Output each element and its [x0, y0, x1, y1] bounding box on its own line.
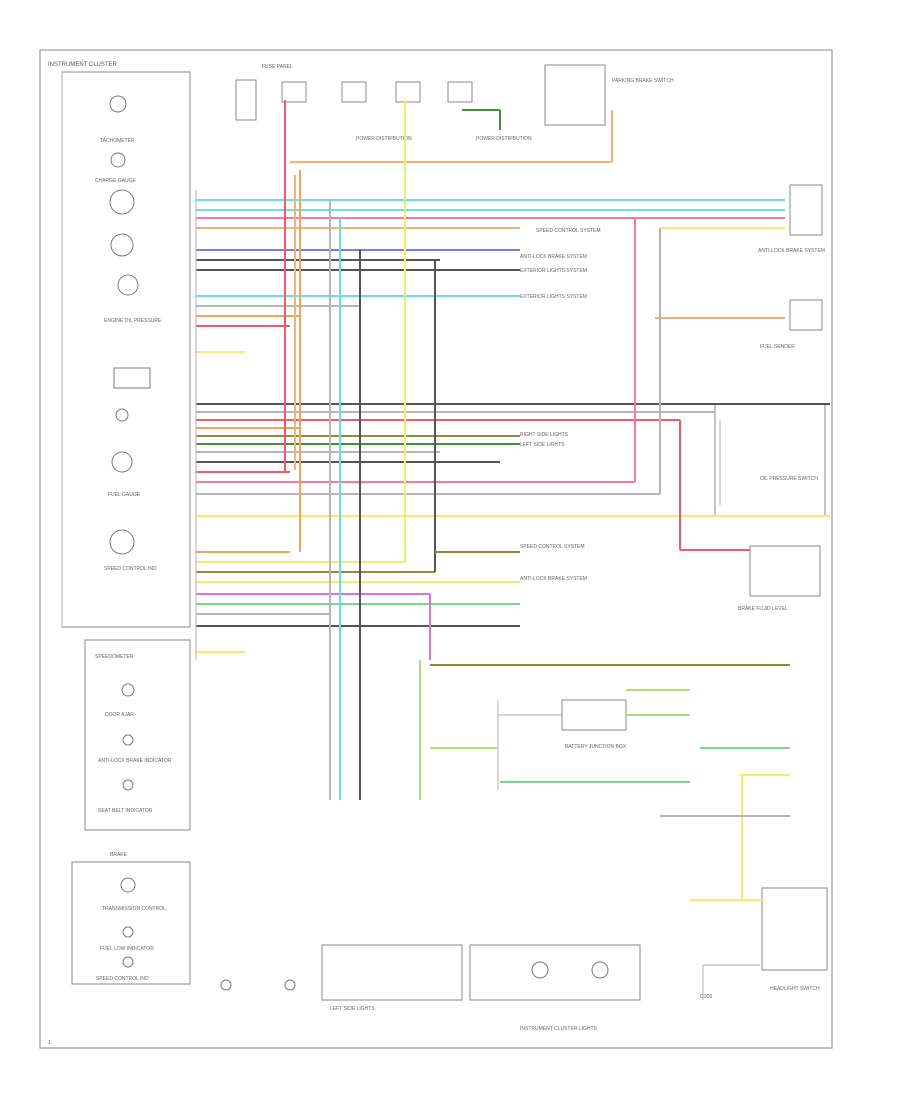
transmission-label: TRANSMISSION CONTROL — [102, 906, 166, 912]
battery-junction-label: BATTERY JUNCTION BOX — [565, 744, 627, 750]
brake-label: BRAKE — [110, 852, 128, 858]
instrument-lights-box — [469, 944, 641, 1001]
fuel-low-label: FUEL LOW INDICATOR — [100, 946, 154, 952]
headlight-switch-label: HEADLIGHT SWITCH — [770, 986, 820, 992]
fuse-panel: FUSE PANEL POWER DISTRIBUTION POWER DIST… — [235, 64, 532, 142]
anti-lock-system-label: ANTI-LOCK BRAKE SYSTEM — [520, 254, 587, 260]
speed-control-label-2: SPEED CONTROL SYSTEM — [520, 544, 585, 550]
transmission-symbol — [120, 877, 136, 893]
battery-junction-box — [561, 699, 627, 731]
oil-switch-box — [714, 403, 826, 517]
svg-text:SPEED CONTROL IND: SPEED CONTROL IND — [104, 566, 157, 572]
cluster-title: INSTRUMENT CLUSTER — [48, 62, 118, 68]
svg-text:POWER DISTRIBUTION: POWER DISTRIBUTION — [356, 136, 412, 142]
tachometer: TACHOMETER — [100, 95, 135, 168]
seat-belt-symbol — [122, 779, 134, 791]
svg-text:POWER DISTRIBUTION: POWER DISTRIBUTION — [476, 136, 532, 142]
ground-label: G200 — [700, 994, 712, 1000]
lower-cluster-box — [84, 639, 191, 831]
switch-label: PARKING BRAKE SWITCH — [612, 78, 674, 84]
svg-text:FUSE PANEL: FUSE PANEL — [262, 64, 293, 70]
right-lights-label: RIGHT SIDE LIGHTS — [520, 432, 569, 438]
speed-control-label: SPEED CONTROL SYSTEM — [536, 228, 601, 234]
left-side-lights-box — [321, 944, 463, 1001]
instrument-lights-label: INSTRUMENT CLUSTER LIGHTS — [520, 1026, 598, 1032]
page-id: 1 — [48, 1040, 51, 1046]
anti-lock-symbol — [122, 734, 134, 746]
speedometer-label: SPEEDOMETER — [95, 654, 134, 660]
wire-group — [196, 100, 830, 901]
anti-lock-label-2: ANTI-LOCK BRAKE SYSTEM — [520, 576, 587, 582]
engine-oil-gauge: ENGINE OIL PRESSURE — [104, 233, 162, 324]
bottom-cluster-box — [71, 861, 191, 985]
brake-fluid-box — [749, 545, 821, 597]
right-module-label: ANTI-LOCK BRAKE SYSTEM — [758, 248, 825, 254]
anti-lock-label: ANTI-LOCK BRAKE INDICATOR — [98, 758, 172, 764]
headlight-switch-box — [761, 887, 828, 971]
exterior-lights-label-1: EXTERIOR LIGHTS SYSTEM — [520, 268, 587, 274]
instrument-cluster-box — [61, 71, 191, 628]
ground-wire-group — [61, 72, 760, 1000]
switch-box-top-right — [544, 64, 606, 126]
door-ajar-symbol — [121, 683, 135, 697]
left-side-lights-label: LEFT SIDE LIGHTS — [330, 1006, 375, 1012]
left-lights-label: LEFT SIDE LIGHTS — [520, 442, 565, 448]
fuel-low-symbol — [122, 926, 134, 938]
sender-box — [789, 299, 823, 331]
brake-fluid-label: BRAKE FLUID LEVEL — [738, 606, 788, 612]
svg-text:TACHOMETER: TACHOMETER — [100, 138, 135, 144]
diagram-frame — [39, 49, 833, 1049]
charge-gauge: CHARGE GAUGE — [95, 178, 137, 215]
svg-text:ENGINE OIL PRESSURE: ENGINE OIL PRESSURE — [104, 318, 162, 324]
high-beam-label: SPEED CONTROL IND — [96, 976, 149, 982]
exterior-lights-label-2: EXTERIOR LIGHTS SYSTEM — [520, 294, 587, 300]
door-ajar-label: DOOR AJAR — [105, 712, 134, 718]
seat-belt-label: SEAT BELT INDICATOR — [98, 808, 153, 814]
fuel-gauge: FUEL GAUGE — [108, 367, 151, 498]
high-beam-symbol — [122, 956, 134, 968]
svg-text:FUEL GAUGE: FUEL GAUGE — [108, 492, 141, 498]
speedometer: SPEED CONTROL IND — [104, 529, 157, 572]
oil-switch-label: OIL PRESSURE SWITCH — [760, 476, 818, 482]
right-module-box — [789, 184, 823, 236]
fuel-sender-label: FUEL SENDER — [760, 344, 795, 350]
svg-text:CHARGE GAUGE: CHARGE GAUGE — [95, 178, 137, 184]
